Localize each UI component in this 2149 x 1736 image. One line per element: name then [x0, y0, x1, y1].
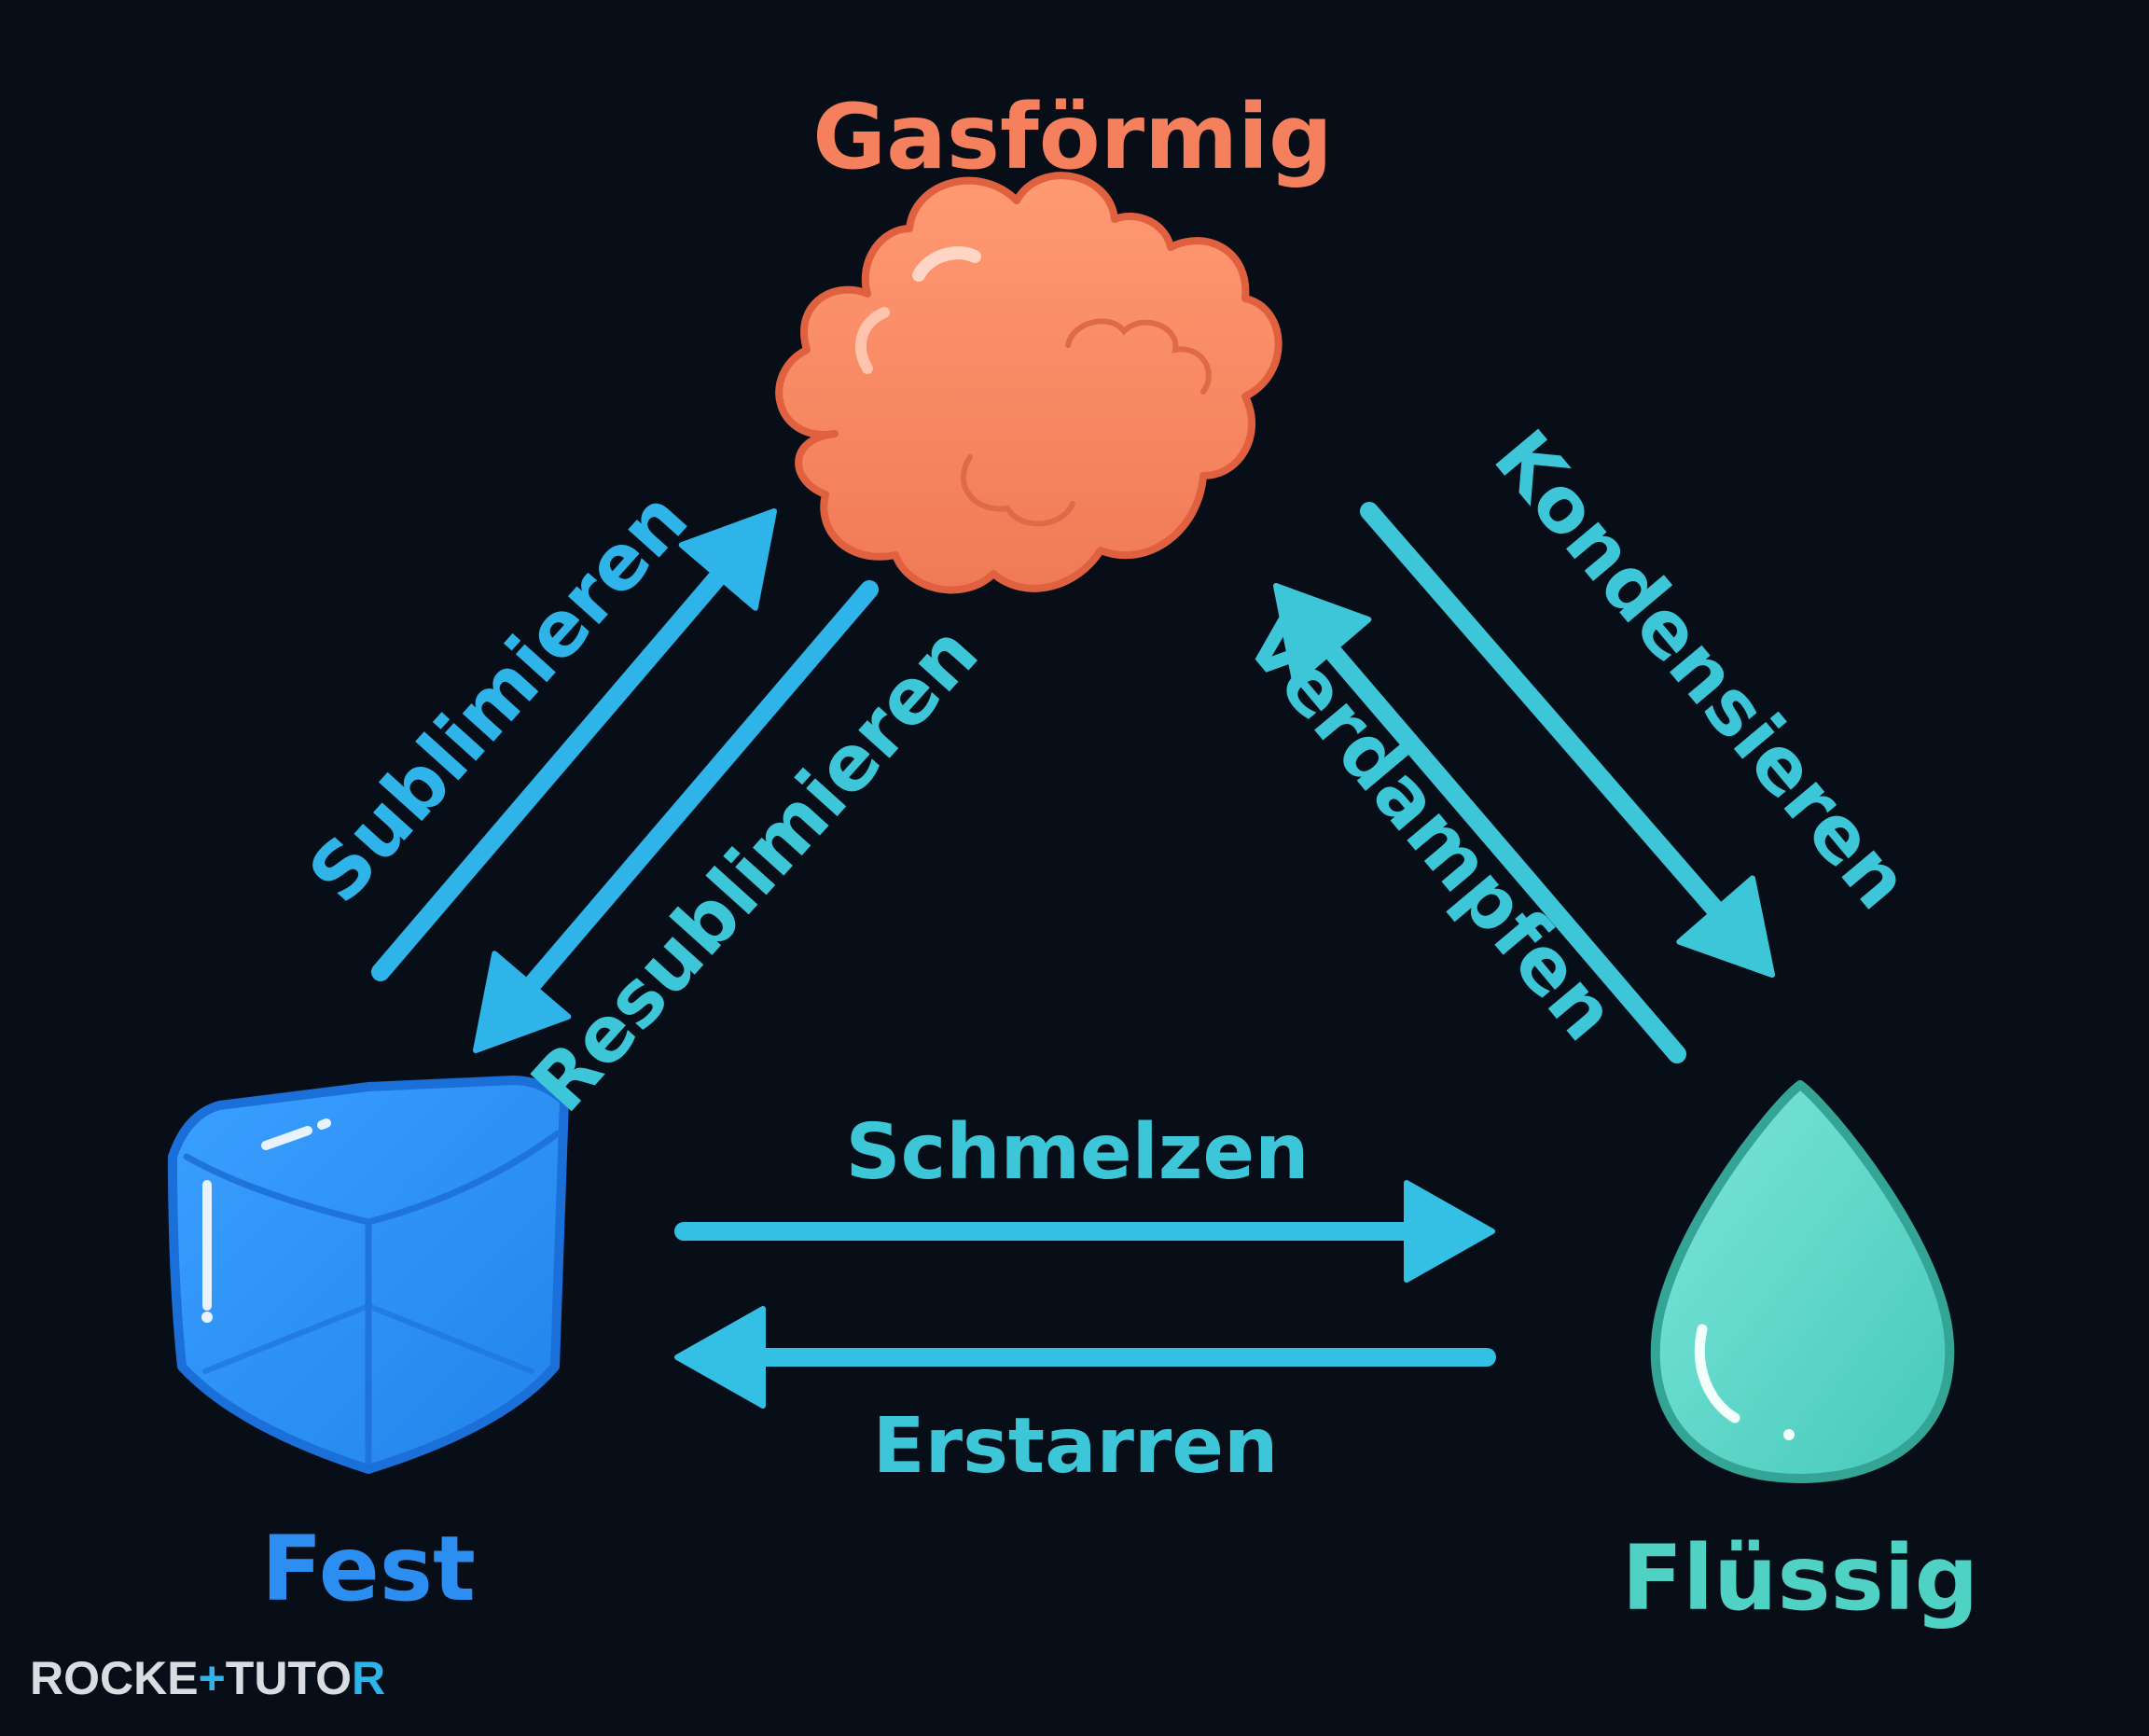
- liquid-state-label: Flüssig: [1622, 1526, 1979, 1631]
- verdampfen-arrow-shaft: [1310, 627, 1686, 1063]
- brand-logo: ROCKE+TUTOR: [30, 1652, 385, 1704]
- brand-plus-icon: +: [199, 1652, 226, 1704]
- ice-cube-icon: [168, 1076, 569, 1474]
- water-drop-icon: [1650, 1080, 1955, 1483]
- sublimieren-arrow-shaft: [371, 552, 741, 981]
- schmelzen-arrow-head: [1404, 1180, 1495, 1283]
- verdampfen-label: Verdampfen: [1227, 598, 1633, 1057]
- erstarren-arrow-head: [674, 1306, 766, 1409]
- kondensieren-arrow: [1360, 502, 1775, 978]
- verdampfen-arrow-head: [1273, 583, 1372, 686]
- resublimieren-arrow-head: [473, 951, 572, 1053]
- sublimieren-arrow-head: [678, 508, 777, 611]
- brand-part-1: ROCKE: [30, 1652, 199, 1704]
- schmelzen-label: Schmelzen: [846, 1108, 1310, 1197]
- erstarren-label: Erstarren: [873, 1402, 1279, 1491]
- arrow-layer: [371, 502, 1775, 1409]
- brand-part-2: TUTO: [226, 1652, 352, 1704]
- sublimieren-arrow: [371, 508, 777, 981]
- schmelzen-arrow: [674, 1180, 1495, 1283]
- solid-state-label: Fest: [261, 1517, 476, 1621]
- kondensieren-arrow-head: [1676, 875, 1775, 978]
- erstarren-arrow: [674, 1306, 1496, 1409]
- resublimieren-arrow-shaft: [509, 580, 879, 1009]
- resublimieren-arrow: [473, 580, 879, 1053]
- verdampfen-arrow: [1273, 583, 1686, 1063]
- kondensieren-arrow-shaft: [1360, 502, 1738, 934]
- gas-state-label: Gasförmig: [812, 85, 1332, 189]
- resublimieren-label: Resublimieren: [515, 609, 995, 1129]
- kondensieren-label: Kondensieren: [1477, 414, 1926, 926]
- brand-part-3: R: [352, 1652, 385, 1704]
- cloud-icon: [775, 172, 1282, 594]
